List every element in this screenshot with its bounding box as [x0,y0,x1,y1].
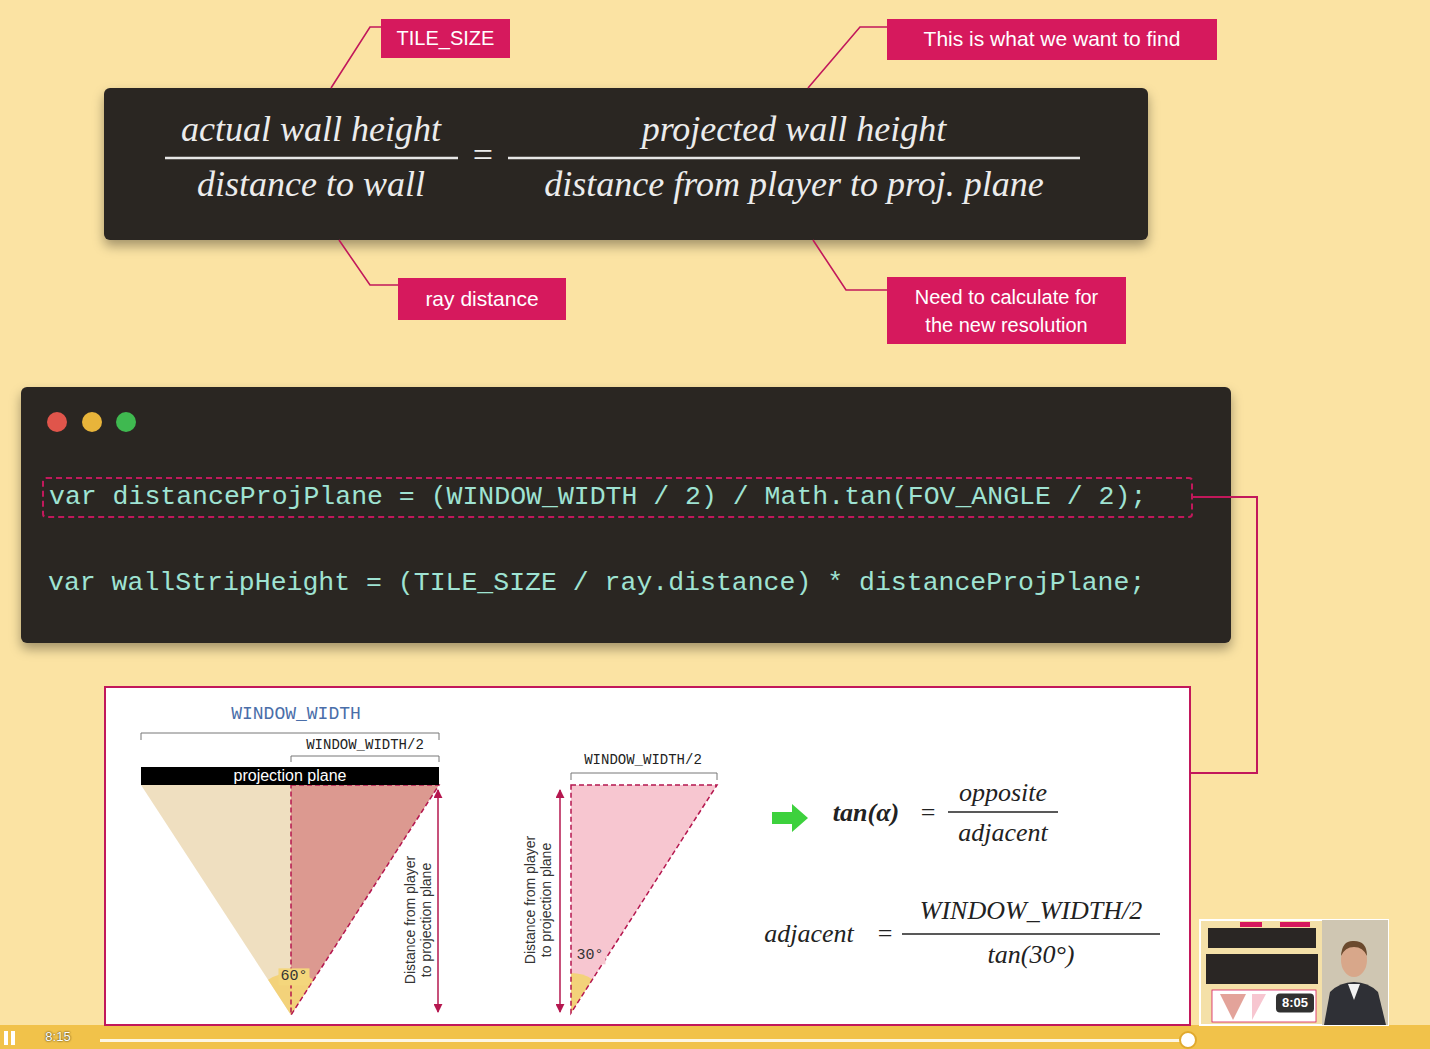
formula-term: distance to wall [197,164,425,205]
box-fill [104,686,1191,1026]
formula-term: adjacent [764,919,854,949]
formula-term: tan(30°) [988,940,1075,970]
callout-box: Need to calculate for the new resolution [887,277,1126,344]
formula-term: distance from player to proj. plane [544,164,1043,205]
formula-term: actual wall height [181,109,441,150]
callout-box: ray distance [398,278,566,320]
illustration-panel: projection plane WINDOW_WIDTH WINDOW_WIDTH… [104,686,1191,1026]
distance-label: Distance from player to projection plane [522,831,554,969]
distance-label: Distance from player to projection plane [402,851,434,989]
dimension-label: WINDOW_WIDTH/2 [584,752,702,768]
code-highlight: var distanceProjPlane = (WINDOW_WIDTH / … [42,477,1193,518]
green-arrow [772,804,808,832]
callout-text: ray distance [425,287,538,311]
projection-plane-bar: projection plane [141,767,439,785]
window-dots [47,412,136,432]
distance-arrows [438,790,560,1012]
code-window: var distanceProjPlane = (WINDOW_WIDTH / … [21,387,1231,643]
callout-box: TILE_SIZE [381,19,510,58]
formula-panel: actual wall height distance to wall = proje… [104,88,1148,240]
formula-term: projected wall height [642,109,947,150]
callout-text: Need to calculate for the new resolution [899,283,1114,339]
video-progress-bar [0,1025,1430,1049]
callout-box: This is what we want to find [887,19,1217,60]
code-line: var distanceProjPlane = (WINDOW_WIDTH / … [49,482,1146,512]
dimension-label: WINDOW_WIDTH/2 [306,737,424,753]
leader-line [339,240,398,285]
code-line: var wallStripHeight = (TILE_SIZE / ray.d… [48,568,1145,598]
fov-triangle [141,785,439,1015]
angle-label: 30° [574,947,605,964]
formula-term: = [921,798,936,828]
box-fill [21,387,1231,643]
video-time: 8:15 [45,1030,70,1045]
formula-term: tan(α) [833,798,899,828]
leader-line [331,27,381,88]
bar-label: projection plane [234,767,347,785]
callout-text: This is what we want to find [924,27,1181,51]
video-preview-thumbnail [1200,920,1388,1025]
preview-time: 8:05 [1276,994,1314,1013]
formula-term: WINDOW_WIDTH/2 [920,896,1142,926]
formula-term: adjacent [958,818,1048,848]
formula-term: opposite [959,778,1047,808]
leader-line [1191,497,1257,773]
half-fov-triangle [571,785,717,1013]
callout-text: TILE_SIZE [397,27,495,50]
box-fill [104,88,1148,240]
formula-term: = [473,135,493,176]
angle-label: 60° [278,968,309,985]
formula-term: = [878,919,893,949]
leader-line [808,27,887,88]
dimension-label: WINDOW_WIDTH [231,704,361,725]
leader-line [813,240,887,290]
